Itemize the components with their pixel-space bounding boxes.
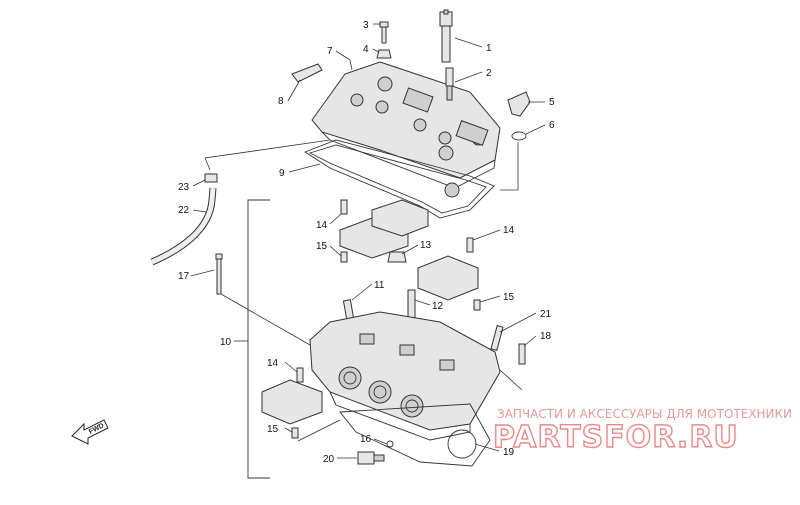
callout-6: 6 bbox=[549, 120, 555, 131]
camshaft-holder-upper bbox=[339, 199, 429, 259]
callout-3: 3 bbox=[363, 20, 369, 31]
callout-8: 8 bbox=[278, 96, 284, 107]
watermark-brand: PARTSFOR.RU bbox=[493, 420, 739, 455]
valve-cover bbox=[311, 61, 501, 198]
dowel-pin bbox=[291, 427, 299, 439]
callout-5: 5 bbox=[549, 97, 555, 108]
o-ring bbox=[511, 131, 527, 141]
long-stud bbox=[216, 257, 222, 295]
callout-12: 12 bbox=[432, 301, 444, 312]
sealing-washer bbox=[386, 440, 394, 448]
dowel-pin bbox=[340, 251, 348, 263]
hose-clamp bbox=[204, 173, 218, 183]
callout-15-right: 15 bbox=[503, 292, 515, 303]
callout-18: 18 bbox=[540, 331, 552, 342]
grommet bbox=[376, 49, 392, 59]
ignition-coil bbox=[439, 9, 453, 63]
leader-lines bbox=[190, 23, 546, 459]
watermark-tagline: ЗАПЧАСТИ И АКСЕССУАРЫ ДЛЯ МОТОТЕХНИКИ bbox=[497, 407, 792, 421]
oil-filler-cap bbox=[507, 91, 531, 117]
temperature-sensor bbox=[357, 451, 385, 465]
watermark: ЗАПЧАСТИ И АКСЕССУАРЫ ДЛЯ МОТОТЕХНИКИ PA… bbox=[492, 407, 792, 456]
bolt bbox=[379, 21, 389, 44]
stud bbox=[490, 325, 504, 351]
head-gasket bbox=[339, 403, 491, 467]
callout-16: 16 bbox=[360, 434, 372, 445]
callout-10: 10 bbox=[220, 337, 232, 348]
callout-numbers: 1 2 3 4 5 6 7 8 9 10 11 12 13 14 14 14 1… bbox=[178, 20, 555, 465]
fwd-arrow-icon: FWD bbox=[71, 419, 109, 445]
callout-15-lower: 15 bbox=[267, 424, 279, 435]
callout-15-upper: 15 bbox=[316, 241, 328, 252]
dowel-pin bbox=[473, 299, 481, 311]
callout-2: 2 bbox=[486, 68, 492, 79]
plug bbox=[387, 251, 407, 263]
valve-cover-gasket bbox=[304, 139, 495, 219]
assembly-bracket bbox=[247, 199, 270, 479]
holder-bolt bbox=[340, 199, 348, 215]
callout-9: 9 bbox=[279, 168, 285, 179]
cylinder-head bbox=[309, 311, 501, 441]
bolt bbox=[518, 343, 526, 365]
holder-bolt bbox=[466, 237, 474, 253]
camshaft-holder-lower bbox=[261, 379, 323, 425]
spark-plug bbox=[445, 67, 454, 101]
callout-20: 20 bbox=[323, 454, 335, 465]
holder-bolt bbox=[296, 367, 304, 383]
callout-23: 23 bbox=[178, 182, 190, 193]
callout-17: 17 bbox=[178, 271, 190, 282]
camshaft-holder-right bbox=[417, 255, 479, 301]
callout-11: 11 bbox=[374, 280, 385, 291]
callout-21: 21 bbox=[540, 309, 552, 320]
callout-4: 4 bbox=[363, 44, 369, 55]
callout-1: 1 bbox=[486, 43, 492, 54]
bracket bbox=[291, 63, 323, 83]
callout-14-right: 14 bbox=[503, 225, 515, 236]
callout-19: 19 bbox=[503, 447, 515, 458]
callout-14-lower: 14 bbox=[267, 358, 279, 369]
callout-13: 13 bbox=[420, 240, 432, 251]
callout-22: 22 bbox=[178, 205, 190, 216]
callout-14-upper: 14 bbox=[316, 220, 328, 231]
sleeve bbox=[407, 289, 416, 321]
callout-7: 7 bbox=[327, 46, 333, 57]
